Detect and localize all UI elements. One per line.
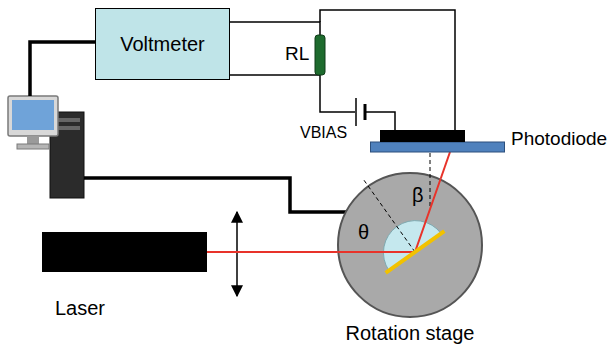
node-label: Voltmeter [120, 33, 204, 56]
photodiode-symbol [370, 130, 505, 152]
lens-arrow [236, 212, 238, 296]
circuit-wire [230, 10, 455, 130]
laser-beam [441, 152, 450, 179]
photodiode-sensor [380, 130, 465, 142]
voltmeter-box: Voltmeter [95, 8, 230, 80]
photodiode-substrate [371, 142, 505, 152]
rotation-stage-node: Rotation stage [337, 172, 483, 318]
resistor-label: RL [285, 43, 309, 65]
battery-symbol [356, 98, 365, 126]
data-cable [30, 42, 95, 96]
node-label: Photodiode [511, 128, 607, 150]
angle-label: θ [358, 221, 369, 244]
data-cable [84, 178, 346, 212]
node-label: Rotation stage [346, 322, 475, 345]
laser-beam [207, 251, 337, 253]
mirror [386, 231, 445, 273]
angle-label: β [412, 184, 424, 207]
laser-node: Laser [42, 232, 207, 272]
photodiode-node: Photodiode [370, 130, 505, 152]
node-label: Laser [55, 297, 105, 320]
normal-line [430, 153, 431, 206]
sample-holder [383, 221, 441, 271]
laser-beam [337, 179, 440, 252]
stage-disc [338, 173, 482, 317]
bias-voltage-label: VBIAS [300, 124, 347, 142]
rotation-stage-symbol [337, 172, 483, 318]
normal-line [364, 180, 415, 252]
computer-icon [8, 96, 84, 198]
resistor-symbol [315, 35, 325, 75]
